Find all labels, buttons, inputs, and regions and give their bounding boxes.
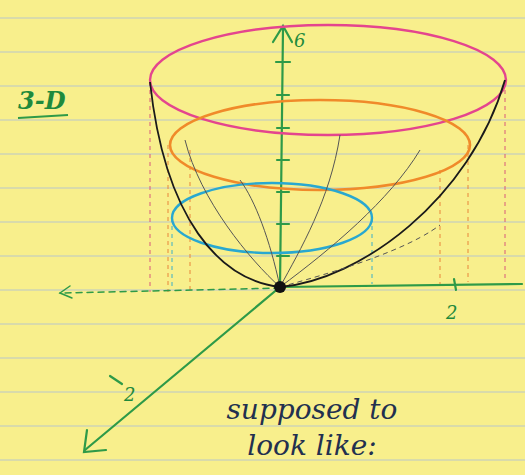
projection-lines xyxy=(150,82,505,292)
axes xyxy=(60,26,522,452)
origin-dot xyxy=(274,281,286,293)
axis-value: 2 xyxy=(446,302,457,323)
middle-level-curve xyxy=(170,100,470,190)
axis-value: 6 xyxy=(294,30,305,51)
top-level-curve xyxy=(150,25,506,135)
axis-value: 2 xyxy=(124,384,135,405)
view-label: 3-D xyxy=(18,86,65,115)
underline xyxy=(18,115,68,118)
handwritten-note: supposed to look like: xyxy=(212,392,412,465)
paraboloid-outline xyxy=(150,80,505,287)
low-level-curve xyxy=(172,183,372,253)
